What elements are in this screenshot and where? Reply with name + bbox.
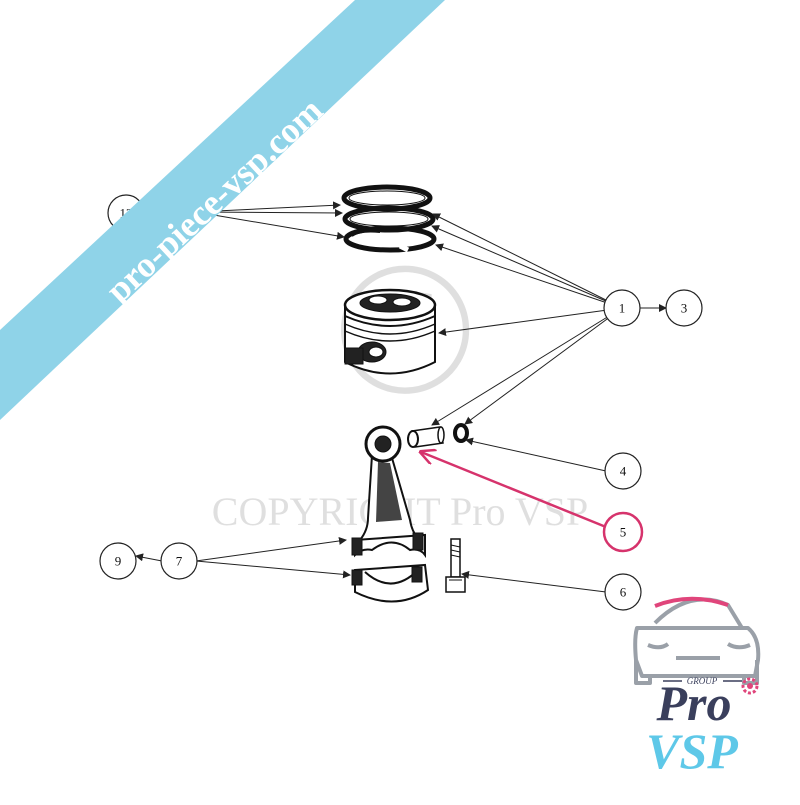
car-roof-accent bbox=[654, 596, 729, 608]
highlight-arrow bbox=[421, 452, 607, 529]
car-icon bbox=[633, 597, 761, 685]
callout-6: 6 bbox=[604, 573, 642, 611]
svg-text:6: 6 bbox=[620, 585, 627, 600]
svg-text:9: 9 bbox=[115, 554, 122, 569]
svg-text:7: 7 bbox=[176, 554, 183, 569]
callout-3: 3 bbox=[665, 289, 703, 327]
callout-5: 5 bbox=[602, 511, 644, 553]
piston-pin-drawing bbox=[407, 426, 445, 448]
svg-text:3: 3 bbox=[681, 301, 688, 316]
svg-text:4: 4 bbox=[620, 464, 627, 479]
connecting-rod-drawing bbox=[351, 425, 430, 603]
piston-rings-drawing bbox=[341, 184, 437, 253]
rod-bolt-drawing bbox=[445, 538, 466, 593]
callout-1: 1 bbox=[603, 289, 641, 327]
callout-7: 7 bbox=[160, 542, 198, 580]
gear-icon bbox=[741, 677, 759, 695]
callout-4: 4 bbox=[604, 452, 642, 490]
pro-vsp-logo: GROUP Pro VSP bbox=[633, 596, 761, 779]
logo-pro-text: Pro bbox=[656, 675, 732, 731]
callout-9: 9 bbox=[99, 542, 137, 580]
logo-vsp-text: VSP bbox=[646, 723, 738, 779]
svg-text:5: 5 bbox=[620, 525, 627, 540]
svg-text:1: 1 bbox=[619, 301, 626, 316]
circlip-drawing bbox=[453, 423, 469, 443]
piston-drawing bbox=[343, 288, 437, 375]
logo-group-text: GROUP bbox=[687, 676, 718, 686]
leader-lines bbox=[135, 201, 667, 593]
